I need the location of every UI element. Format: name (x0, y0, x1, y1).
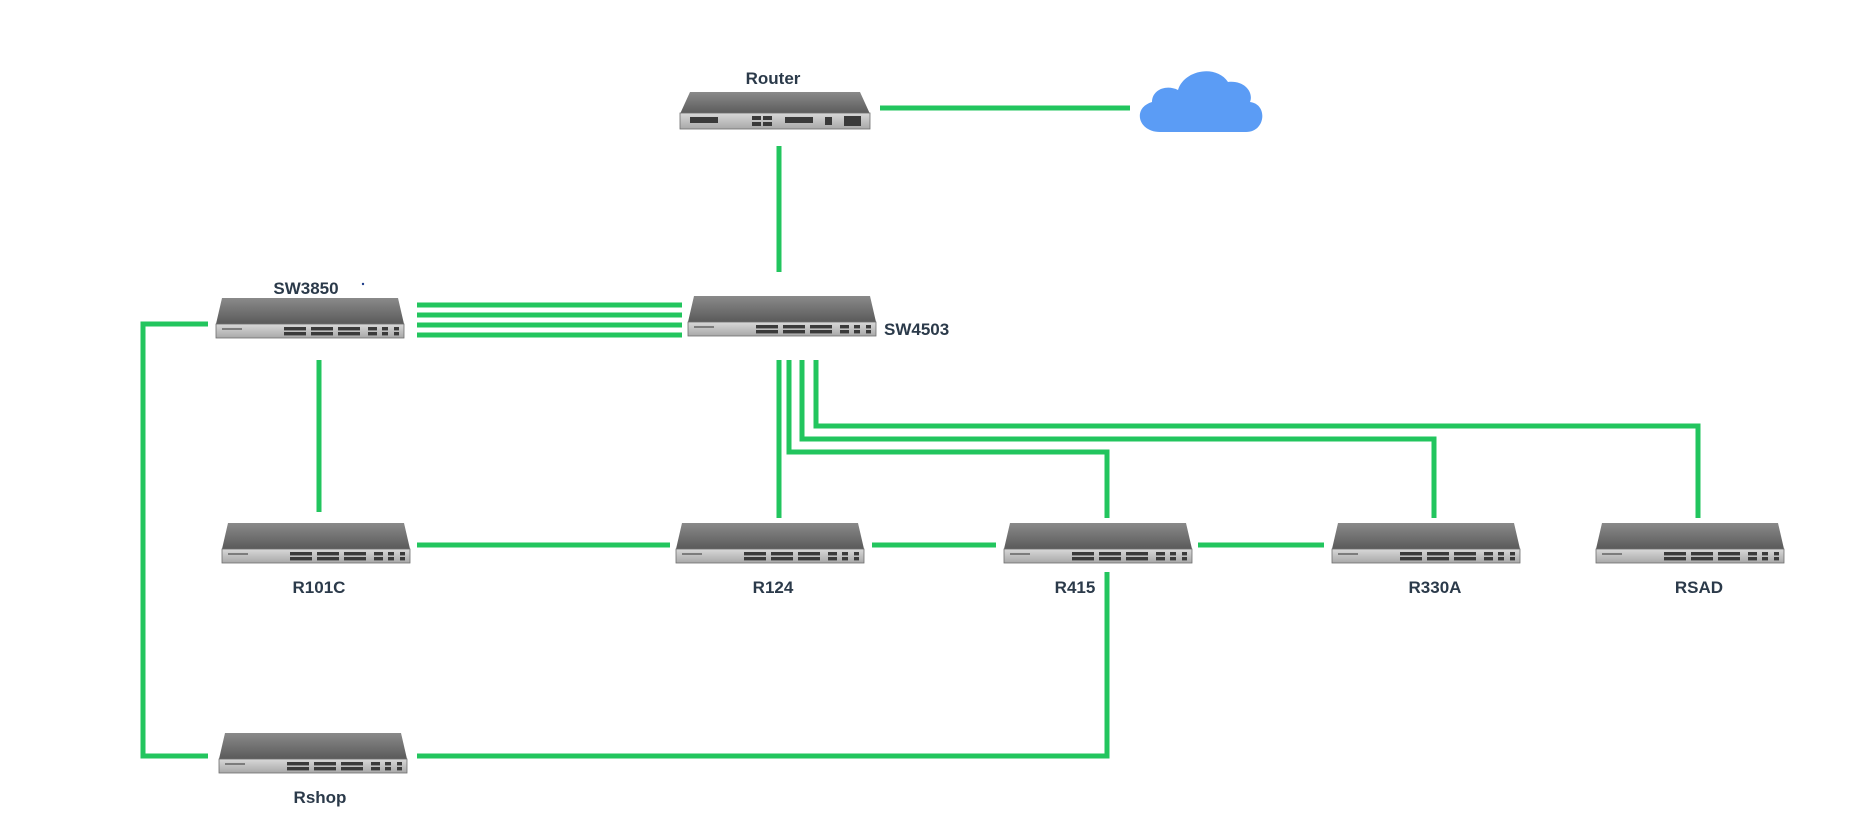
switch-icon-sw3850[interactable] (215, 297, 405, 339)
node-label-r124: R124 (753, 578, 794, 597)
node-label-r415: R415 (1055, 578, 1096, 597)
switch-icon-r330a[interactable] (1331, 522, 1521, 564)
node-label-router: Router (746, 69, 801, 88)
node-label-sw3850: SW3850 (273, 279, 338, 298)
link-sw4503-rsad (813, 360, 1701, 518)
switch-icon-rsad[interactable] (1595, 522, 1785, 564)
link-sw3850-rshop (140, 321, 208, 759)
node-label-rsad: RSAD (1675, 578, 1723, 597)
switch-icon-r101c[interactable] (221, 522, 411, 564)
link-sw4503-r330a (799, 360, 1437, 518)
node-label-r101c: R101C (293, 578, 346, 597)
switch-icon-rshop[interactable] (218, 732, 408, 774)
switch-icon-sw4503[interactable] (687, 295, 877, 337)
router-icon[interactable] (679, 92, 871, 130)
node-label-rshop: Rshop (294, 788, 347, 807)
node-label-r330a: R330A (1409, 578, 1462, 597)
switch-icon-r415[interactable] (1003, 522, 1193, 564)
link-sw4503-r415 (786, 360, 1110, 518)
link-r415-rshop (417, 572, 1110, 759)
marker-dot (361, 282, 365, 286)
switch-icon-r124[interactable] (675, 522, 865, 564)
cloud-icon (1139, 71, 1263, 132)
node-label-sw4503: SW4503 (884, 320, 949, 339)
